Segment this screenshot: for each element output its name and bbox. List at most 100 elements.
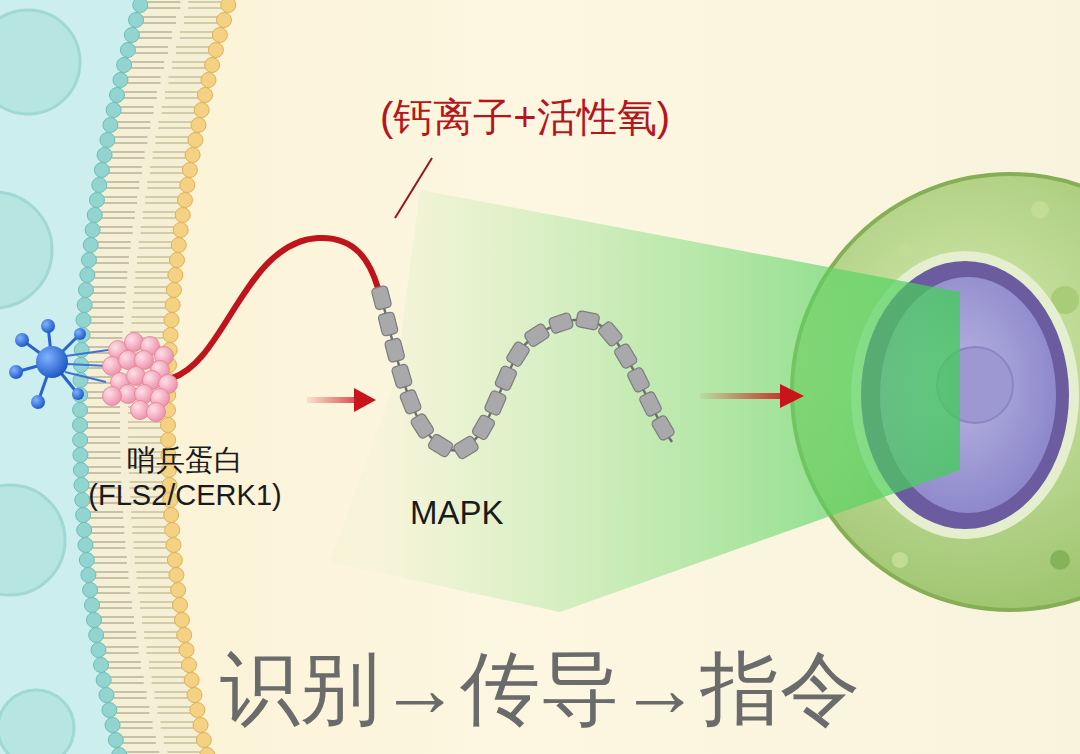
lipid-tail: [106, 187, 139, 189]
lipid-core: [80, 0, 230, 754]
cell-spot: [1031, 201, 1049, 219]
lipid-head-inner: [197, 88, 212, 103]
lipid-tail: [145, 196, 178, 198]
lipid-head-outer: [83, 238, 98, 253]
lipid-tail: [144, 637, 177, 639]
lipid-tail: [90, 511, 123, 513]
lipid-head-inner: [177, 193, 192, 208]
lipid-tail: [100, 226, 133, 228]
lipid-head-inner: [221, 0, 236, 13]
lipid-head-outer: [73, 388, 88, 403]
arrow-shaft: [307, 397, 358, 403]
lipid-head-inner: [212, 28, 227, 43]
cell-spot: [892, 552, 908, 568]
lipid-tail: [121, 106, 154, 108]
lipid-head-outer: [92, 178, 107, 193]
lipid-tail: [143, 22, 176, 24]
lipid-tail: [128, 442, 161, 444]
lipid-tail: [94, 271, 127, 273]
command-arrow-head: [780, 384, 804, 408]
lipid-head-outer: [73, 463, 88, 478]
lipid-tail: [143, 211, 176, 213]
lipid-head-outer: [75, 493, 90, 508]
lipid-tail: [153, 151, 186, 153]
lipid-tail: [133, 541, 166, 543]
lipid-head-inner: [196, 733, 211, 748]
lipid-tail: [101, 616, 134, 618]
lipid-head-outer: [112, 748, 127, 754]
lipid-tail: [87, 436, 120, 438]
lipid-tail: [94, 556, 127, 558]
caption: 识别→传导→指令: [0, 636, 1080, 744]
lipid-tail: [97, 586, 130, 588]
lipid-head-inner: [185, 148, 200, 163]
lipid-head-inner: [190, 703, 205, 718]
lipid-tail: [93, 286, 126, 288]
lipid-head-inner: [177, 628, 192, 643]
lipid-tail: [90, 337, 123, 339]
lipid-tail: [87, 451, 120, 453]
lipid-tail: [131, 67, 164, 69]
mapk-bead: [626, 366, 650, 393]
ligand-contact: [66, 350, 108, 356]
lipid-tail: [147, 7, 180, 9]
cell-spot: [898, 243, 912, 257]
lipid-tail: [92, 547, 125, 549]
lipid-tail: [142, 622, 175, 624]
lipid-head-inner: [166, 283, 181, 298]
lipid-tail: [152, 682, 185, 684]
lipid-tail: [116, 712, 149, 714]
lipid-head-inner: [179, 643, 194, 658]
lipid-tail: [109, 166, 142, 168]
lipid-tail: [134, 286, 167, 288]
lipid-tail: [147, 181, 180, 183]
lipid-head-outer: [89, 628, 104, 643]
lipid-tail: [147, 187, 180, 189]
lipid-tail: [168, 82, 201, 84]
lipid-tail: [140, 607, 173, 609]
mapk-bead: [613, 343, 638, 370]
cell-spot: [1050, 550, 1070, 570]
lipid-head-inner: [169, 568, 184, 583]
lipid-tail: [90, 331, 123, 333]
lipid-tail: [109, 172, 142, 174]
lipid-head-outer: [74, 478, 89, 493]
lipid-tail: [87, 427, 120, 429]
lipid-tail: [188, 1, 221, 3]
lipid-head-outer: [85, 223, 100, 238]
lipid-tail: [124, 91, 157, 93]
lipid-head-inner: [175, 613, 190, 628]
lipid-tail: [152, 676, 185, 678]
lipid-head-inner: [205, 58, 220, 73]
lipid-tail: [145, 202, 178, 204]
lipid-head-inner: [193, 718, 208, 733]
lipid-tail: [147, 646, 180, 648]
ligand-ball: [74, 328, 86, 340]
lipid-tail: [143, 217, 176, 219]
lipid-tail: [165, 97, 198, 99]
lipid-tail: [188, 7, 221, 9]
lipid-tail: [176, 52, 209, 54]
lipid-tail: [106, 181, 139, 183]
lipid-tail: [144, 631, 177, 633]
lipid-tail: [153, 157, 186, 159]
lipid-tail: [132, 322, 165, 324]
lipid-tail: [116, 706, 149, 708]
lipid-head-inner: [168, 268, 183, 283]
lipid-tail: [102, 217, 135, 219]
ligand-ball: [9, 365, 23, 379]
ligand-contact: [67, 364, 108, 366]
lipid-head-inner: [188, 133, 203, 148]
lipid-head-outer: [100, 133, 115, 148]
node-label: MAPK: [410, 493, 688, 533]
lipid-tail: [106, 646, 139, 648]
lipid-tail: [164, 736, 197, 738]
lipid-tail: [99, 607, 132, 609]
lipid-tail: [161, 727, 194, 729]
mapk-chain: [371, 285, 676, 460]
mapk-bead: [391, 363, 413, 389]
lipid-tail: [91, 316, 124, 318]
mapk-bead: [452, 435, 479, 460]
lipid-tail: [139, 247, 172, 249]
mapk-bead: [410, 412, 435, 439]
